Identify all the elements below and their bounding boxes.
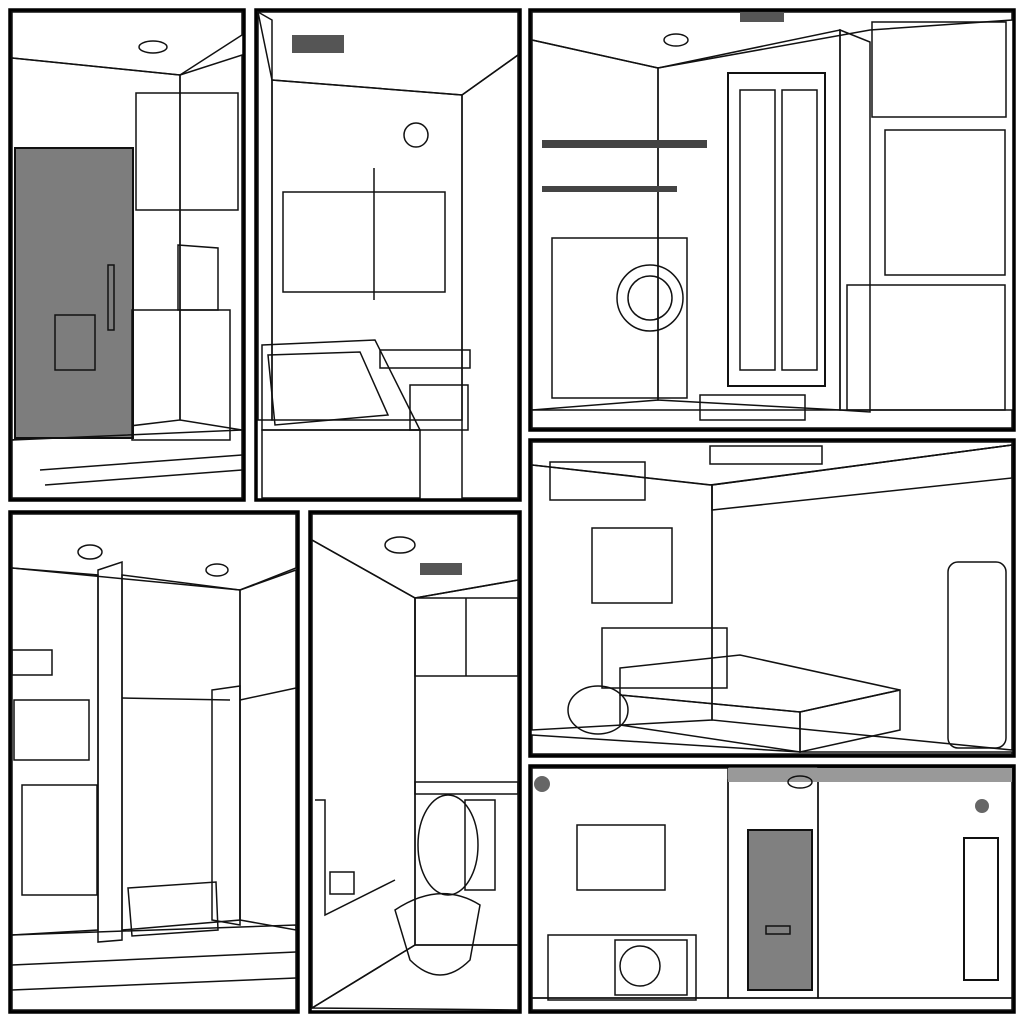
grab-bar[interactable] <box>315 799 396 917</box>
vent-icon <box>975 799 989 813</box>
toilet-paper-icon <box>329 871 355 895</box>
vanity-cabinet <box>871 21 1007 118</box>
mirror <box>282 191 446 293</box>
storage-basket <box>127 881 219 937</box>
ceiling-light-icon <box>205 563 229 577</box>
fan-icon <box>619 945 661 987</box>
panel-entrance <box>8 8 246 502</box>
ceiling-light-icon <box>663 33 689 47</box>
vanity-mirror <box>884 129 1006 276</box>
window <box>591 527 673 604</box>
washer-door-icon[interactable] <box>616 264 684 332</box>
vent-icon <box>740 12 784 22</box>
door-handle[interactable] <box>107 264 115 331</box>
ceiling-light-icon <box>384 536 416 554</box>
bath-mat <box>699 394 806 421</box>
window <box>13 699 90 761</box>
unit-door[interactable] <box>747 829 813 991</box>
utility-door[interactable] <box>963 837 999 981</box>
air-conditioner <box>549 461 646 501</box>
panel-closet <box>8 510 300 1014</box>
ottoman <box>567 685 629 735</box>
panel-toilet <box>308 510 522 1014</box>
wall-cabinet <box>135 92 239 211</box>
mail-slot <box>765 925 791 935</box>
toilet-lid[interactable] <box>417 794 479 896</box>
bathroom-door[interactable] <box>727 72 826 387</box>
bath-stool <box>409 384 469 431</box>
shelf <box>414 781 519 795</box>
panel-bedroom <box>528 438 1016 758</box>
partition-wall <box>97 560 123 943</box>
bed-headboard <box>601 627 728 689</box>
panel-bathroom <box>254 8 522 502</box>
storage-rack <box>542 140 707 148</box>
panel-exterior <box>528 764 1016 1014</box>
ceiling-light-icon <box>77 544 103 560</box>
panel-washroom <box>528 8 1016 432</box>
ceiling-light-icon <box>138 40 168 54</box>
toilet-bowl <box>394 893 481 976</box>
ceiling-light-icon <box>787 775 813 789</box>
vent-icon <box>420 563 462 575</box>
air-conditioner <box>11 649 53 676</box>
door[interactable] <box>947 561 1007 749</box>
front-door[interactable] <box>14 147 134 439</box>
vent-icon <box>534 776 550 792</box>
vent-icon <box>292 35 344 53</box>
wall-clock-icon <box>403 122 429 148</box>
ceiling-light-icon <box>709 445 823 465</box>
hanger-rod <box>239 687 297 701</box>
mailbox-icon <box>54 314 96 371</box>
washing-machine <box>551 237 688 399</box>
toilet-tank <box>464 799 496 891</box>
ac-outdoor-unit <box>614 939 688 996</box>
window <box>576 824 666 891</box>
picture-frame <box>177 244 219 311</box>
bed <box>21 784 98 896</box>
